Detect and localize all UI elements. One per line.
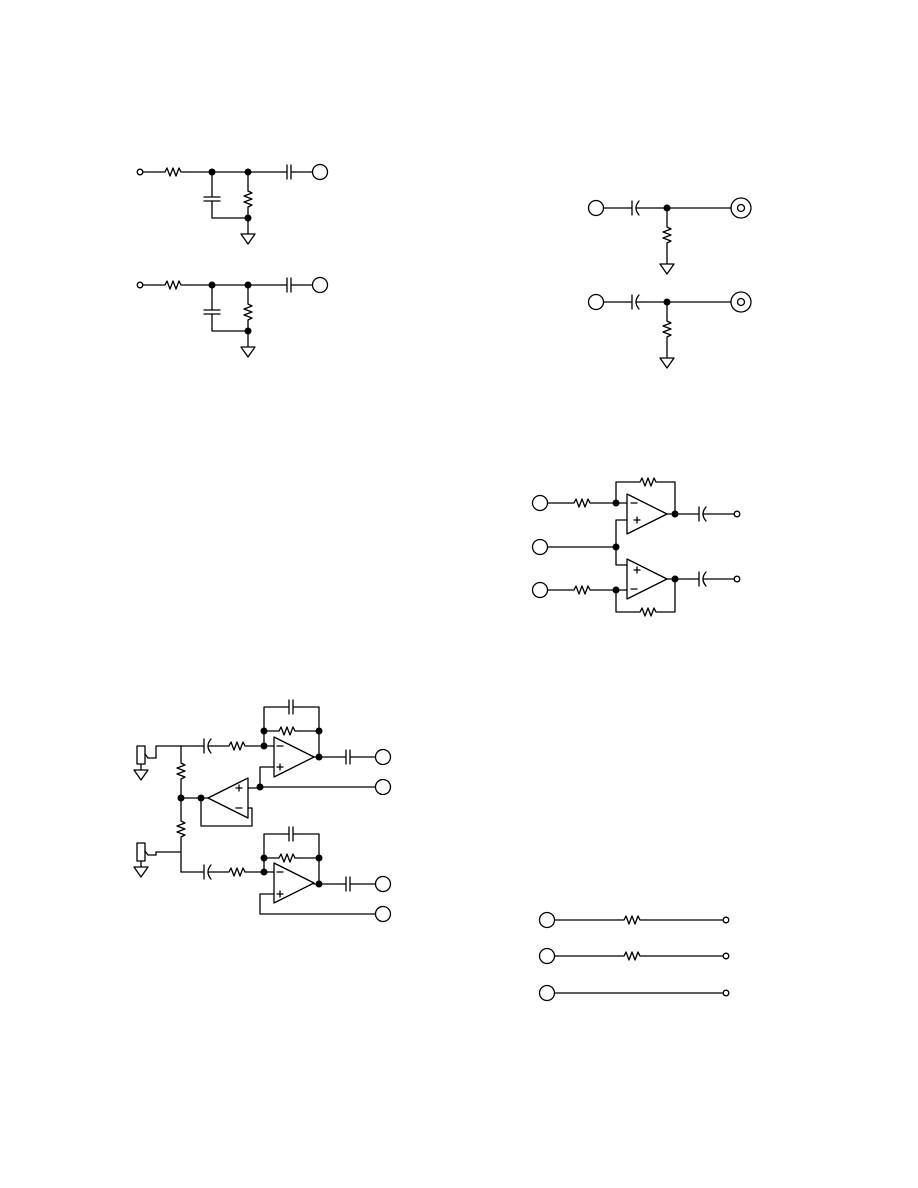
feedback-resistor <box>273 726 301 736</box>
input-terminal[interactable] <box>538 911 556 929</box>
output-terminal[interactable] <box>733 510 741 518</box>
input-capacitor <box>198 864 214 880</box>
opamp-upper <box>626 493 668 535</box>
output-terminal[interactable] <box>374 748 392 766</box>
output-terminal[interactable] <box>733 575 741 583</box>
reference-terminal[interactable] <box>374 778 392 796</box>
input-resistor <box>568 498 596 508</box>
input-terminal[interactable] <box>136 281 144 289</box>
input-resistor <box>223 741 251 751</box>
feedback-resistor <box>273 853 301 863</box>
coupling-capacitor <box>281 164 297 180</box>
coupling-capacitor <box>626 294 642 310</box>
reference-terminal[interactable] <box>531 538 549 556</box>
coax-jack-icon[interactable] <box>730 197 752 219</box>
feedback-resistor <box>634 607 662 617</box>
reference-terminal[interactable] <box>374 905 392 923</box>
output-capacitor <box>340 876 356 892</box>
series-resistor <box>159 167 187 177</box>
feedback-capacitor <box>283 826 299 842</box>
microphone-icon <box>133 842 157 878</box>
input-terminal[interactable] <box>531 494 549 512</box>
coax-coupling-lower <box>587 291 752 369</box>
bias-resistor <box>176 815 186 843</box>
opamp-lower <box>626 558 668 600</box>
shunt-resistor <box>243 298 253 326</box>
input-resistor <box>568 585 596 595</box>
feedback-capacitor <box>283 699 299 715</box>
coax-jack-icon[interactable] <box>730 291 752 313</box>
input-terminal[interactable] <box>136 168 144 176</box>
bias-resistor <box>662 221 672 249</box>
rc-filter-upper <box>136 163 329 245</box>
output-terminal[interactable] <box>722 989 730 997</box>
input-terminal[interactable] <box>538 947 556 965</box>
coax-coupling-upper <box>587 197 752 275</box>
output-terminal[interactable] <box>311 163 329 181</box>
feedback-resistor <box>634 477 662 487</box>
opamp-buffer-pair <box>531 477 741 617</box>
rc-filter-lower <box>136 276 329 358</box>
bias-resistor <box>176 757 186 785</box>
output-capacitor <box>340 749 356 765</box>
ground-icon <box>659 351 675 369</box>
opamp-upper <box>273 736 315 778</box>
series-resistor <box>618 951 646 961</box>
input-terminal[interactable] <box>587 293 605 311</box>
ground-icon <box>659 257 675 275</box>
opamp-reference <box>207 777 249 819</box>
input-terminal[interactable] <box>538 984 556 1002</box>
coupling-capacitor <box>626 200 642 216</box>
input-capacitor <box>198 738 214 754</box>
output-terminal[interactable] <box>374 875 392 893</box>
output-terminal[interactable] <box>722 916 730 924</box>
input-terminal[interactable] <box>531 581 549 599</box>
bias-resistor <box>662 315 672 343</box>
microphone-icon <box>133 745 157 781</box>
input-resistor <box>223 867 251 877</box>
output-terminal[interactable] <box>311 276 329 294</box>
output-terminal[interactable] <box>722 952 730 960</box>
filter-capacitor <box>203 302 221 322</box>
resistor-connection-lines <box>538 911 730 1002</box>
output-capacitor <box>693 571 709 587</box>
coupling-capacitor <box>281 277 297 293</box>
input-terminal[interactable] <box>587 199 605 217</box>
filter-capacitor <box>203 189 221 209</box>
ground-icon <box>240 340 256 358</box>
ground-icon <box>240 227 256 245</box>
series-resistor <box>159 280 187 290</box>
output-capacitor <box>693 506 709 522</box>
shunt-resistor <box>243 185 253 213</box>
microphone-preamplifier <box>133 699 392 923</box>
series-resistor <box>618 915 646 925</box>
